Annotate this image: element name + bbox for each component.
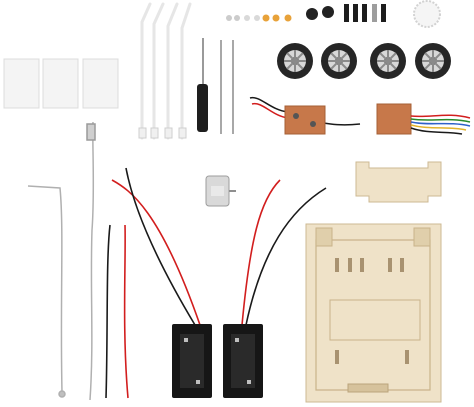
gear-icon — [262, 14, 270, 22]
wheels — [277, 43, 451, 79]
sandpaper-icon — [42, 58, 79, 109]
sandpaper-icon — [82, 58, 119, 109]
battery-box-icon — [172, 324, 212, 398]
cable-tie-icon — [152, 2, 165, 140]
wheel-icon — [415, 43, 451, 79]
sandpaper-icon — [3, 58, 40, 109]
wheel-icon — [277, 43, 313, 79]
wire-icon — [105, 167, 327, 399]
wheel-icon — [370, 43, 406, 79]
wheel-icon — [321, 43, 357, 79]
small-parts — [226, 0, 441, 28]
remote-controller-board-icon — [376, 103, 471, 135]
gear-icon — [284, 14, 292, 22]
screwdriver-icon — [197, 38, 208, 132]
cable-tie-icon — [140, 2, 152, 140]
cable-tie-icon — [166, 2, 179, 140]
battery-box-icon — [223, 324, 263, 398]
gear-icon — [413, 0, 441, 28]
dc-motor-icon — [205, 175, 236, 207]
metal-axles — [220, 40, 234, 134]
battery-boxes — [172, 324, 263, 398]
wood-panel-icon — [305, 223, 442, 403]
cable-ties — [138, 2, 192, 140]
remote-receiver-board-icon — [249, 96, 361, 135]
wood-panel-icon — [355, 161, 442, 203]
gear-icon — [272, 14, 280, 22]
steel-wire-icon — [27, 121, 96, 401]
sandpaper-sheets — [3, 58, 119, 109]
cable-tie-icon — [180, 2, 192, 140]
